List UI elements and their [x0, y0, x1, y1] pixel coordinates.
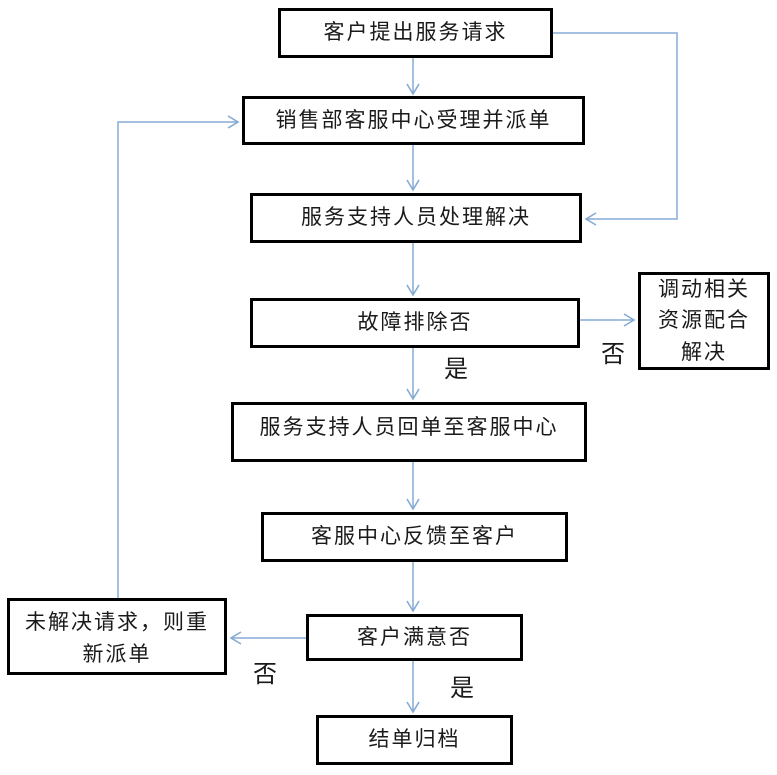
label-yes-troubleshoot: 是 [444, 357, 468, 383]
node-fault-cleared-decision: 故障排除否 [250, 298, 580, 348]
node-service-center-dispatch: 销售部客服中心受理并派单 [242, 96, 585, 145]
label-no-satisfied: 否 [253, 662, 277, 688]
node-customer-satisfied-decision: 客户满意否 [306, 614, 523, 661]
label-yes-satisfied: 是 [450, 676, 474, 702]
node-support-staff-handle: 服务支持人员处理解决 [250, 193, 582, 243]
edge-redispatch-to-dispatch-arrow [117, 115, 240, 598]
node-center-feedback-customer: 客服中心反馈至客户 [261, 512, 568, 562]
label-no-troubleshoot: 否 [601, 342, 625, 368]
node-unresolved-redispatch: 未解决请求，则重新派单 [7, 598, 227, 675]
node-return-order-to-center: 服务支持人员回单至客服中心 [231, 402, 587, 462]
node-close-and-archive: 结单归档 [316, 715, 513, 765]
node-mobilize-resources: 调动相关资源配合解决 [638, 272, 770, 370]
node-customer-request: 客户提出服务请求 [278, 8, 553, 58]
